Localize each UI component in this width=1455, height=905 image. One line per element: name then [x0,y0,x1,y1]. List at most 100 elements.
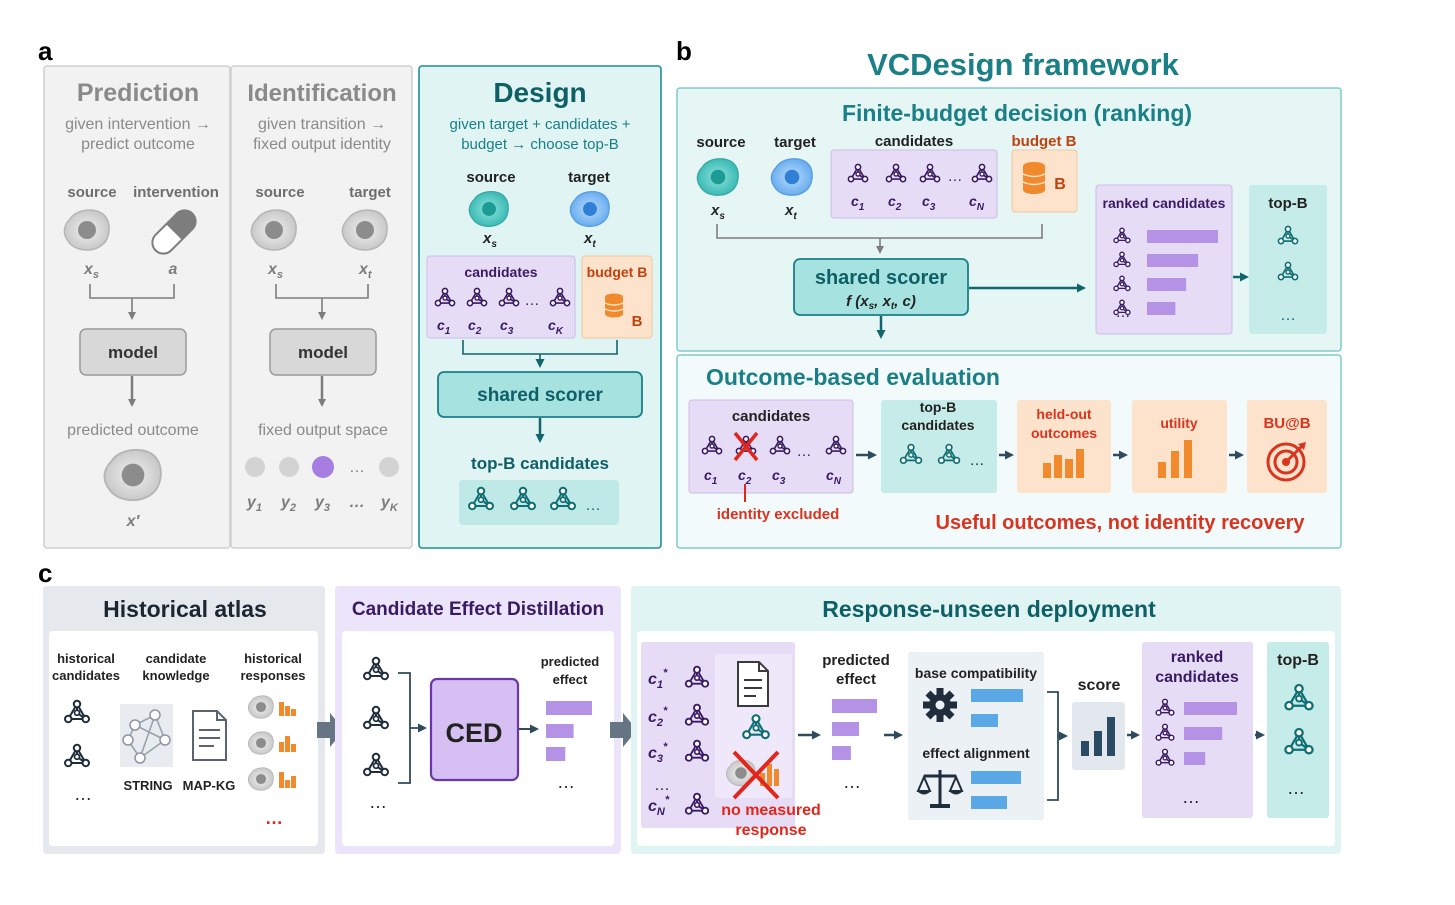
topb-molecules: … [1277,225,1299,324]
document-icon [192,710,227,761]
design-candidates-label: candidates [464,264,537,280]
design-cand-label-1: c1 [437,317,451,337]
y-label-5: yK [380,494,399,514]
prediction-output-label: predicted outcome [67,422,199,439]
design-cand-label-4: cK [548,317,564,337]
outcome-topb-ellipsis: … [970,452,985,469]
prediction-subtitle-1: given intervention → [65,116,211,133]
deployment-title: Response-unseen deployment [822,596,1156,622]
historical-responses-icons [247,695,296,791]
ced-title: Candidate Effect Distillation [352,599,604,620]
prediction-model-box [79,328,187,376]
finite-ranked-list: … [1113,227,1218,321]
outcome-candidates-label: candidates [732,408,810,425]
finite-source-label: source [696,134,745,151]
gear-icon [923,688,957,722]
design-merge-connector [462,340,618,365]
y-label-4: … [349,494,365,511]
design-output-box [459,480,619,525]
bu-label: BU@B [1263,415,1310,432]
ced-input-ellipsis: … [369,792,387,812]
design-subtitle-1: given target + candidates + [450,116,631,133]
deploy-predicted-label-2: effect [836,671,876,688]
design-scorer-box [437,371,643,418]
finite-ranked-ellipsis: … [1116,304,1131,321]
score-label: score [1078,677,1121,694]
deploy-cand-label-1: c1* [648,667,668,691]
finite-cand-label-1: c1 [851,193,865,213]
deploy-cands-ellipsis: … [654,777,670,794]
design-budget-label: budget B [587,264,648,280]
identification-source-label: source [255,184,304,201]
panel-c-label: c [38,558,52,588]
design-subtitle-2: budget → choose top-B [461,136,619,153]
score-bars-icon [1081,717,1115,756]
deploy-cand-star-4: * [665,794,670,806]
finite-cand-label-4: cN [969,193,985,213]
heldout-bars-icon [1043,449,1084,478]
prediction-intervention-label: intervention [133,184,219,201]
deploy-cand-star-1: * [663,667,668,679]
output-dot-2 [279,457,299,477]
deploy-topb-label: top-B [1277,652,1319,669]
response-bar-1-2 [285,706,290,716]
deploy-predicted-bar-2 [832,722,859,736]
finite-budget-panel [676,87,1342,352]
ced-predicted-bar-1 [546,701,592,715]
design-xt: xt [583,230,596,250]
finite-budget-letter: B [1054,176,1066,193]
finite-ranked-bar-2 [1147,254,1199,267]
output-dots-ellipsis: … [349,459,365,476]
deploy-ranked-list [1155,698,1237,766]
topb-ellipsis: … [1280,307,1296,324]
design-source-label: source [466,169,515,186]
heldout-box [1017,400,1111,493]
response-bar-3-2 [285,780,290,788]
identity-excluded-label: identity excluded [717,506,840,523]
ced-box-label: CED [445,718,502,748]
ced-predicted-bars [546,701,592,761]
outcome-cand-label-3: c3 [772,467,786,487]
identification-output-label: fixed output space [258,422,388,439]
heldout-label-1: held-out [1036,406,1092,422]
response-bar-3-3 [291,776,296,788]
string-label: STRING [123,778,172,793]
outcome-cand-label-4: cN [826,467,842,487]
atlas-col2-label-1: candidate [146,651,207,666]
prediction-xs: xs [83,261,99,281]
prediction-title: Prediction [77,79,199,107]
prediction-source-label: source [67,184,116,201]
base-compatibility-label: base compatibility [915,665,1037,681]
identification-subtitle-2: fixed output identity [253,136,391,153]
prediction-xprime: x′ [126,513,141,530]
no-measured-label-2: response [735,822,806,839]
prediction-model-label: model [108,343,158,362]
identification-model-box [269,328,377,376]
deploy-ranked-label-2: candidates [1155,669,1239,686]
atlas-col3-label-2: responses [240,668,305,683]
finite-xt: xt [784,202,797,222]
no-measured-label-1: no measured [721,802,821,819]
deploy-ranked-bar-1 [1184,702,1237,715]
identification-xt: xt [358,261,373,281]
outcome-tagline: Useful outcomes, not identity recovery [936,512,1306,534]
finite-budget-coins-icon [1022,162,1046,194]
design-output-label: top-B candidates [471,454,609,473]
design-target-label: target [568,169,610,186]
identification-subtitle-1: given transition → [258,116,386,133]
design-cand-label-2: c2 [468,317,482,337]
ced-bracket-connector [398,672,424,784]
identification-model-label: model [298,343,348,362]
outcome-topb-label-1: top-B [920,399,957,415]
deploy-ranked-label-1: ranked [1171,649,1223,666]
design-scorer-label: shared scorer [477,385,603,406]
y-label-3: y3 [314,494,330,514]
topb-box [1249,185,1327,334]
deploy-candidates: c1*c2*c3*cN* [648,665,710,818]
finite-scorer-label: shared scorer [815,267,948,289]
historical-atlas-inner [49,631,318,846]
effect-align-bar-1 [971,771,1021,784]
